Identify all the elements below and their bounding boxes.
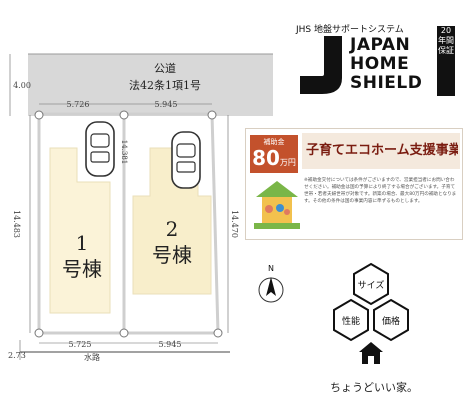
lot1-building-area [49,147,111,314]
hex-performance [333,298,369,342]
top-dim-left: 5.726 [67,100,90,109]
subsidy-title: 子育てエコホーム支援事業対象物件 [306,143,458,158]
subsidy-amount: 80 [252,146,280,170]
subsidy-badge-top: 補助金 [263,138,285,146]
choutoii-caption: ちょうどいい家。 [330,381,418,394]
right-depth: 14.470 [230,210,239,238]
corner-markers [34,110,223,338]
jhs-warranty-badge: 20年間保証 [437,26,455,96]
site-plan-diagram: 公道 法42条1項1号 4.00 5.726 5.945 5.725 5.945… [8,53,284,362]
car-icon-2 [171,131,201,189]
jhs-top-line: JHS 地盤サポートシステム [296,25,404,35]
bottom-dim-right: 5.945 [159,340,182,349]
road-width-label: 4.00 [13,81,31,90]
jhs-j-mark-icon [300,36,342,94]
hex-size [353,262,389,306]
waterway-label: 水路 [84,352,100,362]
jhs-word-home: HOME [350,54,410,74]
hex-label-size: サイズ [358,279,385,291]
subsidy-card: 補助金 80万円 子育てエコホーム支援事業対象物件 ※補助金交付については条件が… [245,128,463,240]
jhs-word-japan: JAPAN [350,35,411,55]
subsidy-title-bar [302,133,460,169]
middle-depth: 14.381 [120,140,128,165]
subsidy-badge: 補助金 80万円 [250,135,298,173]
north-label: N [268,264,274,273]
lot2-label: 号棟 [152,243,192,267]
lot2-number: 2 [166,217,179,241]
bottom-dim-left: 5.725 [69,340,92,349]
top-dim-right: 5.945 [155,100,178,109]
left-depth: 14.483 [12,210,21,238]
road-law: 法42条1項1号 [129,78,201,92]
hex-label-performance: 性能 [342,315,360,327]
subsidy-unit: 万円 [279,158,296,167]
road-name: 公道 [154,61,176,75]
public-road [28,54,273,116]
subsidy-body: ※補助金交付については条件がございますので、営業担当者にお問い合わせください。補… [304,178,457,204]
choutoii-logo: サイズ 性能 価格 [333,262,409,364]
car-icon [85,121,115,177]
hex-price [373,298,409,342]
lot1-number: 1 [76,231,89,255]
lot1-label: 号棟 [62,257,102,281]
waterway-width: 2.73 [8,351,26,360]
north-arrow-icon: N [258,264,284,303]
hex-label-price: 価格 [382,315,400,327]
jhs-word-shield: SHIELD [350,73,423,93]
family-house-icon [254,181,300,229]
house-icon [359,342,383,364]
